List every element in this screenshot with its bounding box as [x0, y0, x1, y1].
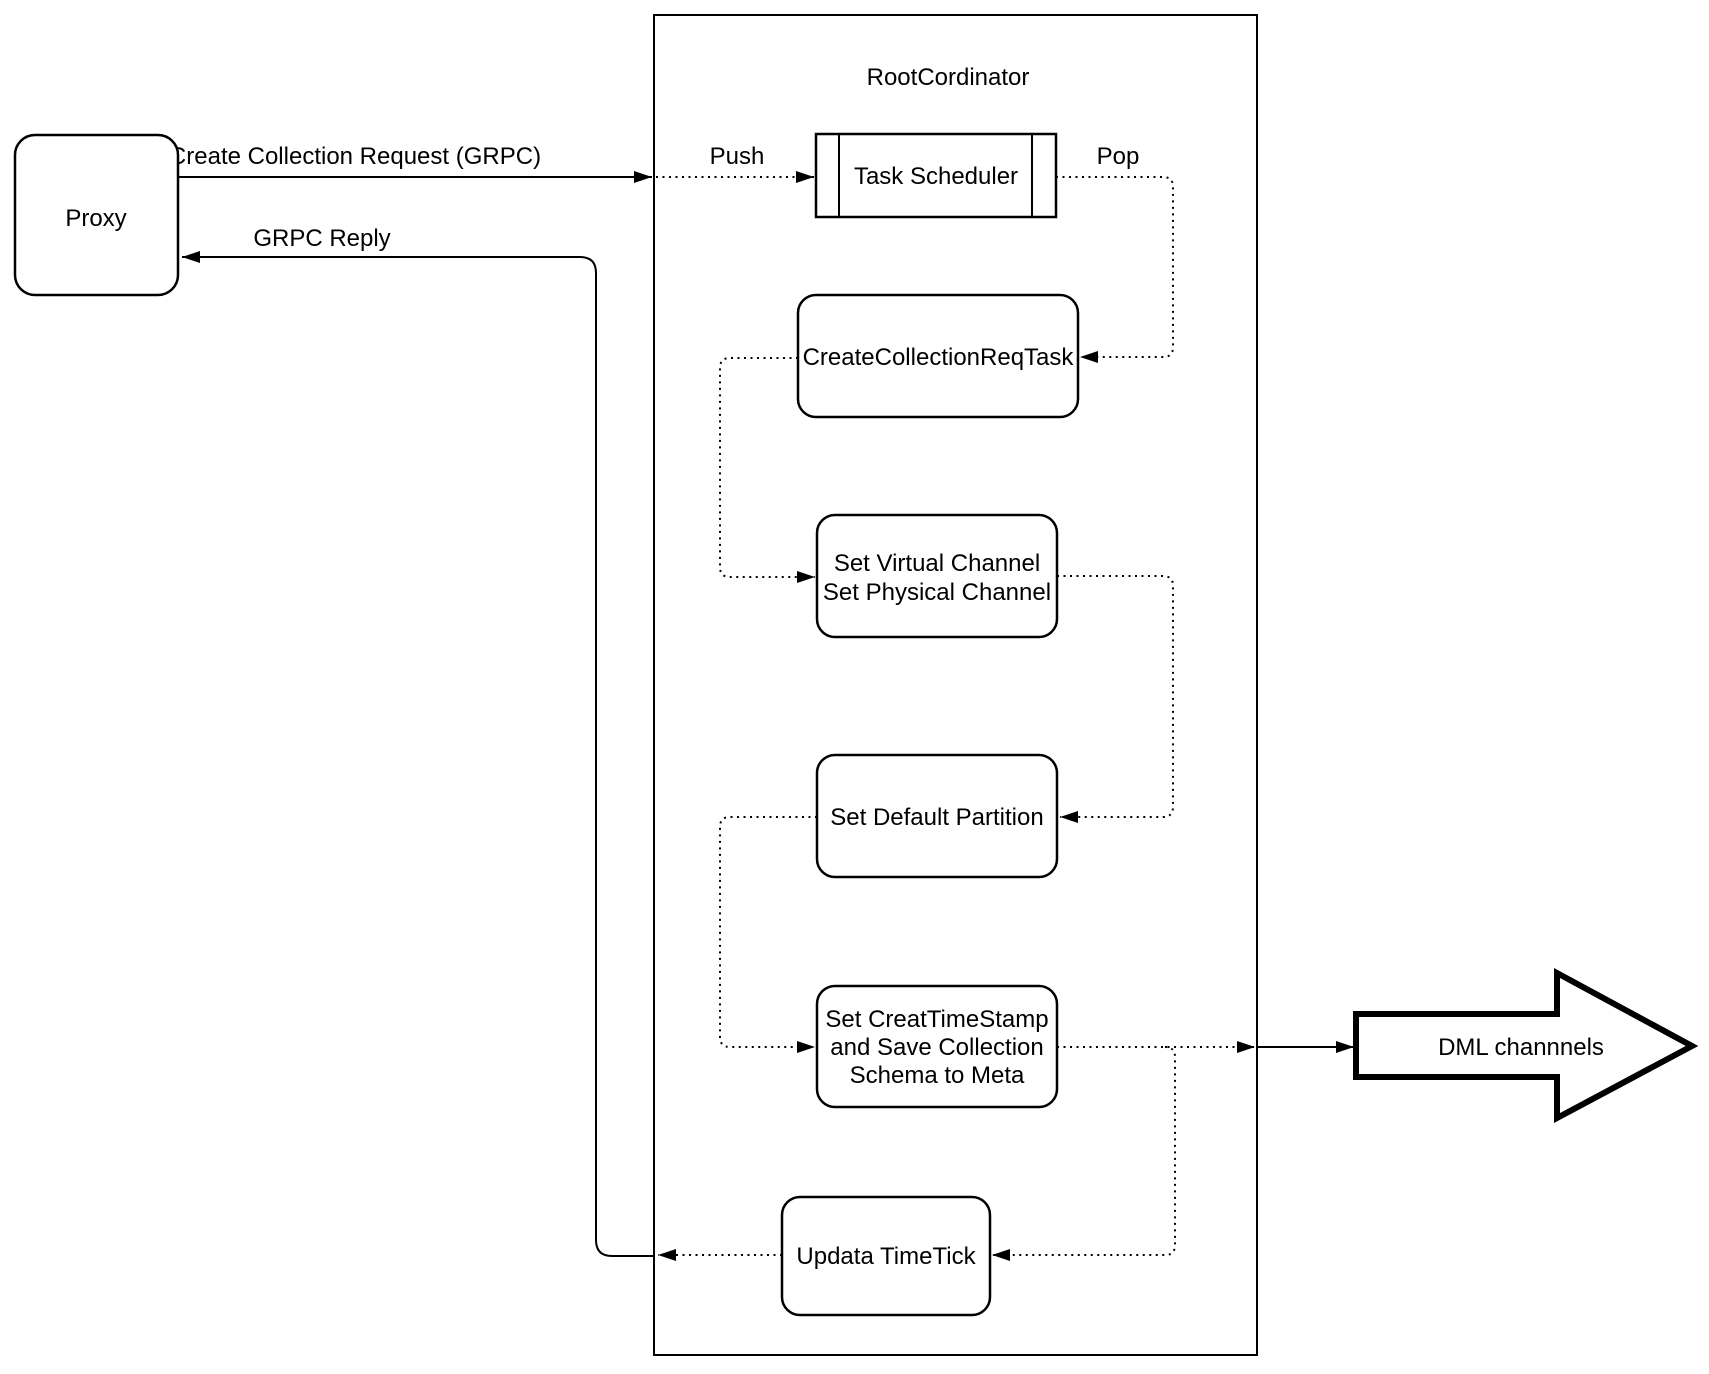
edge-pop	[1056, 176, 1174, 363]
set-timestamp-line-2: and Save Collection	[830, 1034, 1043, 1061]
set-timestamp-box	[815, 984, 1059, 1109]
task-scheduler-box	[814, 132, 1058, 219]
edge-partition-to-timestamp	[719, 816, 817, 1053]
edge-label-push: Push	[710, 143, 765, 170]
create-collection-req-task-label: CreateCollectionReqTask	[803, 344, 1075, 371]
edges: Create Collection Request (GRPC) Push Po…	[169, 143, 1354, 1261]
set-channel-line-2: Set Physical Channel	[823, 579, 1051, 606]
node-dml-channels: DML channnels	[1353, 967, 1699, 1123]
proxy-label: Proxy	[65, 205, 126, 232]
node-update-timetick: Updata TimeTick	[780, 1195, 992, 1317]
node-proxy: Proxy	[13, 133, 180, 297]
node-create-collection-req-task: CreateCollectionReqTask	[796, 293, 1080, 419]
task-scheduler-label: Task Scheduler	[854, 163, 1018, 190]
update-timetick-label: Updata TimeTick	[796, 1243, 976, 1270]
update-timetick-box	[780, 1195, 992, 1317]
node-task-scheduler: Task Scheduler	[814, 132, 1058, 219]
edge-reqtask-to-setchannel	[719, 357, 815, 583]
set-timestamp-line-1: Set CreatTimeStamp	[825, 1006, 1048, 1033]
set-timestamp-line-3: Schema to Meta	[850, 1062, 1025, 1089]
set-channel-line-1: Set Virtual Channel	[834, 550, 1040, 577]
set-channel-box	[815, 513, 1059, 639]
edge-label-create-collection-request: Create Collection Request (GRPC)	[169, 143, 541, 170]
root-coordinator-title: RootCordinator	[867, 64, 1030, 91]
set-default-partition-label: Set Default Partition	[830, 804, 1043, 831]
dml-channels-label: DML channnels	[1438, 1034, 1604, 1061]
node-set-channel: Set Virtual Channel Set Physical Channel	[815, 513, 1059, 639]
node-set-default-partition: Set Default Partition	[815, 753, 1059, 879]
edge-grpc-reply	[182, 251, 654, 1257]
create-collection-req-task-box	[796, 293, 1080, 419]
set-default-partition-box	[815, 753, 1059, 879]
proxy-box	[13, 133, 180, 297]
edge-setchannel-to-partition	[1057, 575, 1174, 823]
edge-label-grpc-reply: GRPC Reply	[253, 225, 390, 252]
root-coordinator-container: RootCordinator	[653, 14, 1258, 1356]
node-set-timestamp: Set CreatTimeStamp and Save Collection S…	[815, 984, 1059, 1109]
dml-channels-arrow-shape	[1353, 967, 1699, 1123]
root-coordinator-border	[653, 14, 1258, 1356]
edge-label-pop: Pop	[1097, 143, 1140, 170]
